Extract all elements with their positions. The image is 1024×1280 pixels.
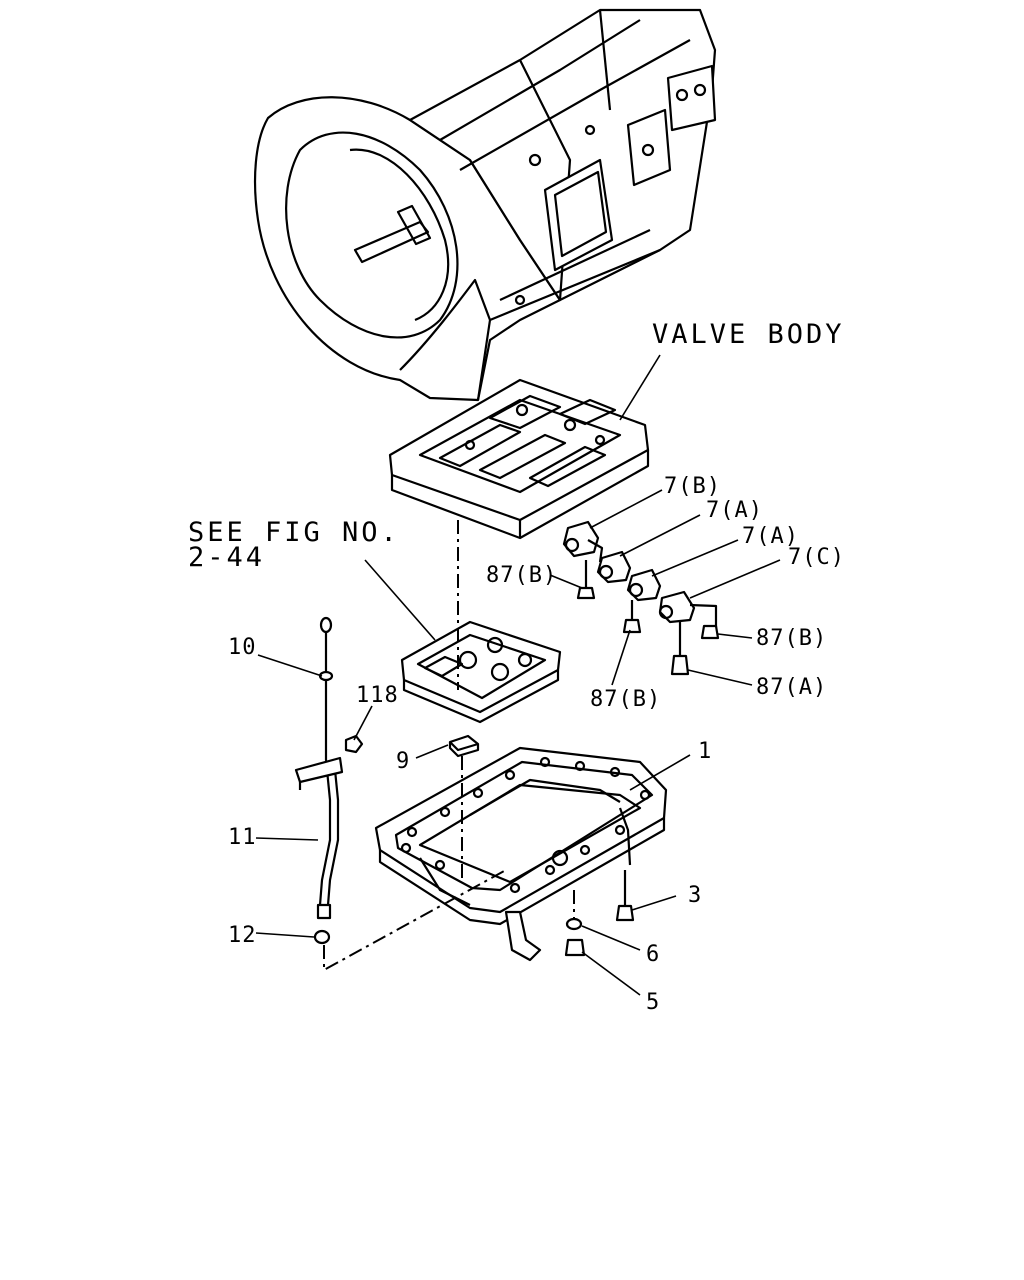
label-7a-2: 7(A) — [742, 524, 799, 549]
leader-6 — [581, 925, 641, 951]
leader-12 — [255, 932, 315, 938]
leader-7b — [589, 489, 663, 529]
label-6: 6 — [646, 942, 660, 967]
label-11: 11 — [228, 825, 257, 850]
leader-valve-body — [619, 354, 661, 421]
label-5: 5 — [646, 990, 660, 1015]
magnet-icon — [448, 734, 480, 758]
leader-1 — [629, 754, 691, 791]
leader-7a-2 — [651, 539, 739, 577]
label-118: 118 — [356, 683, 399, 708]
label-10: 10 — [228, 635, 257, 660]
leader-7c — [689, 559, 781, 599]
leader-118 — [353, 705, 373, 741]
solenoid-icon — [626, 568, 662, 602]
label-7a-1: 7(A) — [706, 498, 763, 523]
leader-7a-1 — [619, 514, 701, 557]
solenoid-icon — [658, 590, 718, 632]
label-7b: 7(B) — [664, 474, 721, 499]
label-valve-body: VALVE BODY — [652, 319, 845, 350]
label-87a: 87(A) — [756, 675, 827, 700]
label-87b-3: 87(B) — [756, 626, 827, 651]
valve-body-icon — [388, 378, 650, 540]
leader-10 — [257, 654, 323, 677]
oil-pan-icon — [374, 746, 668, 962]
label-9: 9 — [396, 749, 410, 774]
label-87b-1: 87(B) — [486, 563, 557, 588]
solenoid-icon — [562, 520, 604, 563]
leader-87b-1 — [549, 574, 583, 589]
leader-87b-2 — [611, 629, 631, 686]
leader-87b-3 — [717, 633, 753, 639]
label-12: 12 — [228, 923, 257, 948]
bolt-87b-2 — [622, 600, 642, 634]
label-see-fig-line1: SEE FIG NO. — [188, 517, 400, 548]
bolt-87a — [670, 620, 690, 676]
washer-6 — [565, 917, 583, 931]
label-see-fig-line2: 2-44 — [188, 542, 265, 573]
leader-87a — [687, 669, 753, 686]
label-87b-2: 87(B) — [590, 687, 661, 712]
solenoid-7a-1 — [596, 550, 632, 584]
filler-tube-icon — [294, 756, 344, 920]
transmission-icon — [253, 8, 717, 402]
oil-strainer-icon — [400, 620, 562, 724]
bolt-87b-3 — [700, 624, 720, 640]
leader-9 — [415, 744, 449, 759]
label-3: 3 — [688, 883, 702, 908]
solenoid-7c — [658, 590, 718, 632]
solenoid-icon — [596, 550, 632, 584]
drain-plug-5 — [564, 938, 586, 957]
label-1: 1 — [698, 739, 712, 764]
leader-3 — [631, 895, 677, 911]
solenoid-7a-2 — [626, 568, 662, 602]
leader-11 — [255, 837, 319, 841]
washer-12 — [313, 929, 331, 945]
solenoid-7b — [562, 520, 604, 563]
dipstick-icon — [318, 616, 334, 760]
leader-5 — [581, 951, 641, 996]
nut-118 — [344, 734, 364, 754]
bolt-87b-1 — [576, 560, 596, 600]
alignment-line-tube — [323, 869, 507, 972]
leader-see-fig — [364, 559, 436, 641]
label-7c: 7(C) — [788, 545, 845, 570]
bolt-3 — [615, 870, 635, 922]
